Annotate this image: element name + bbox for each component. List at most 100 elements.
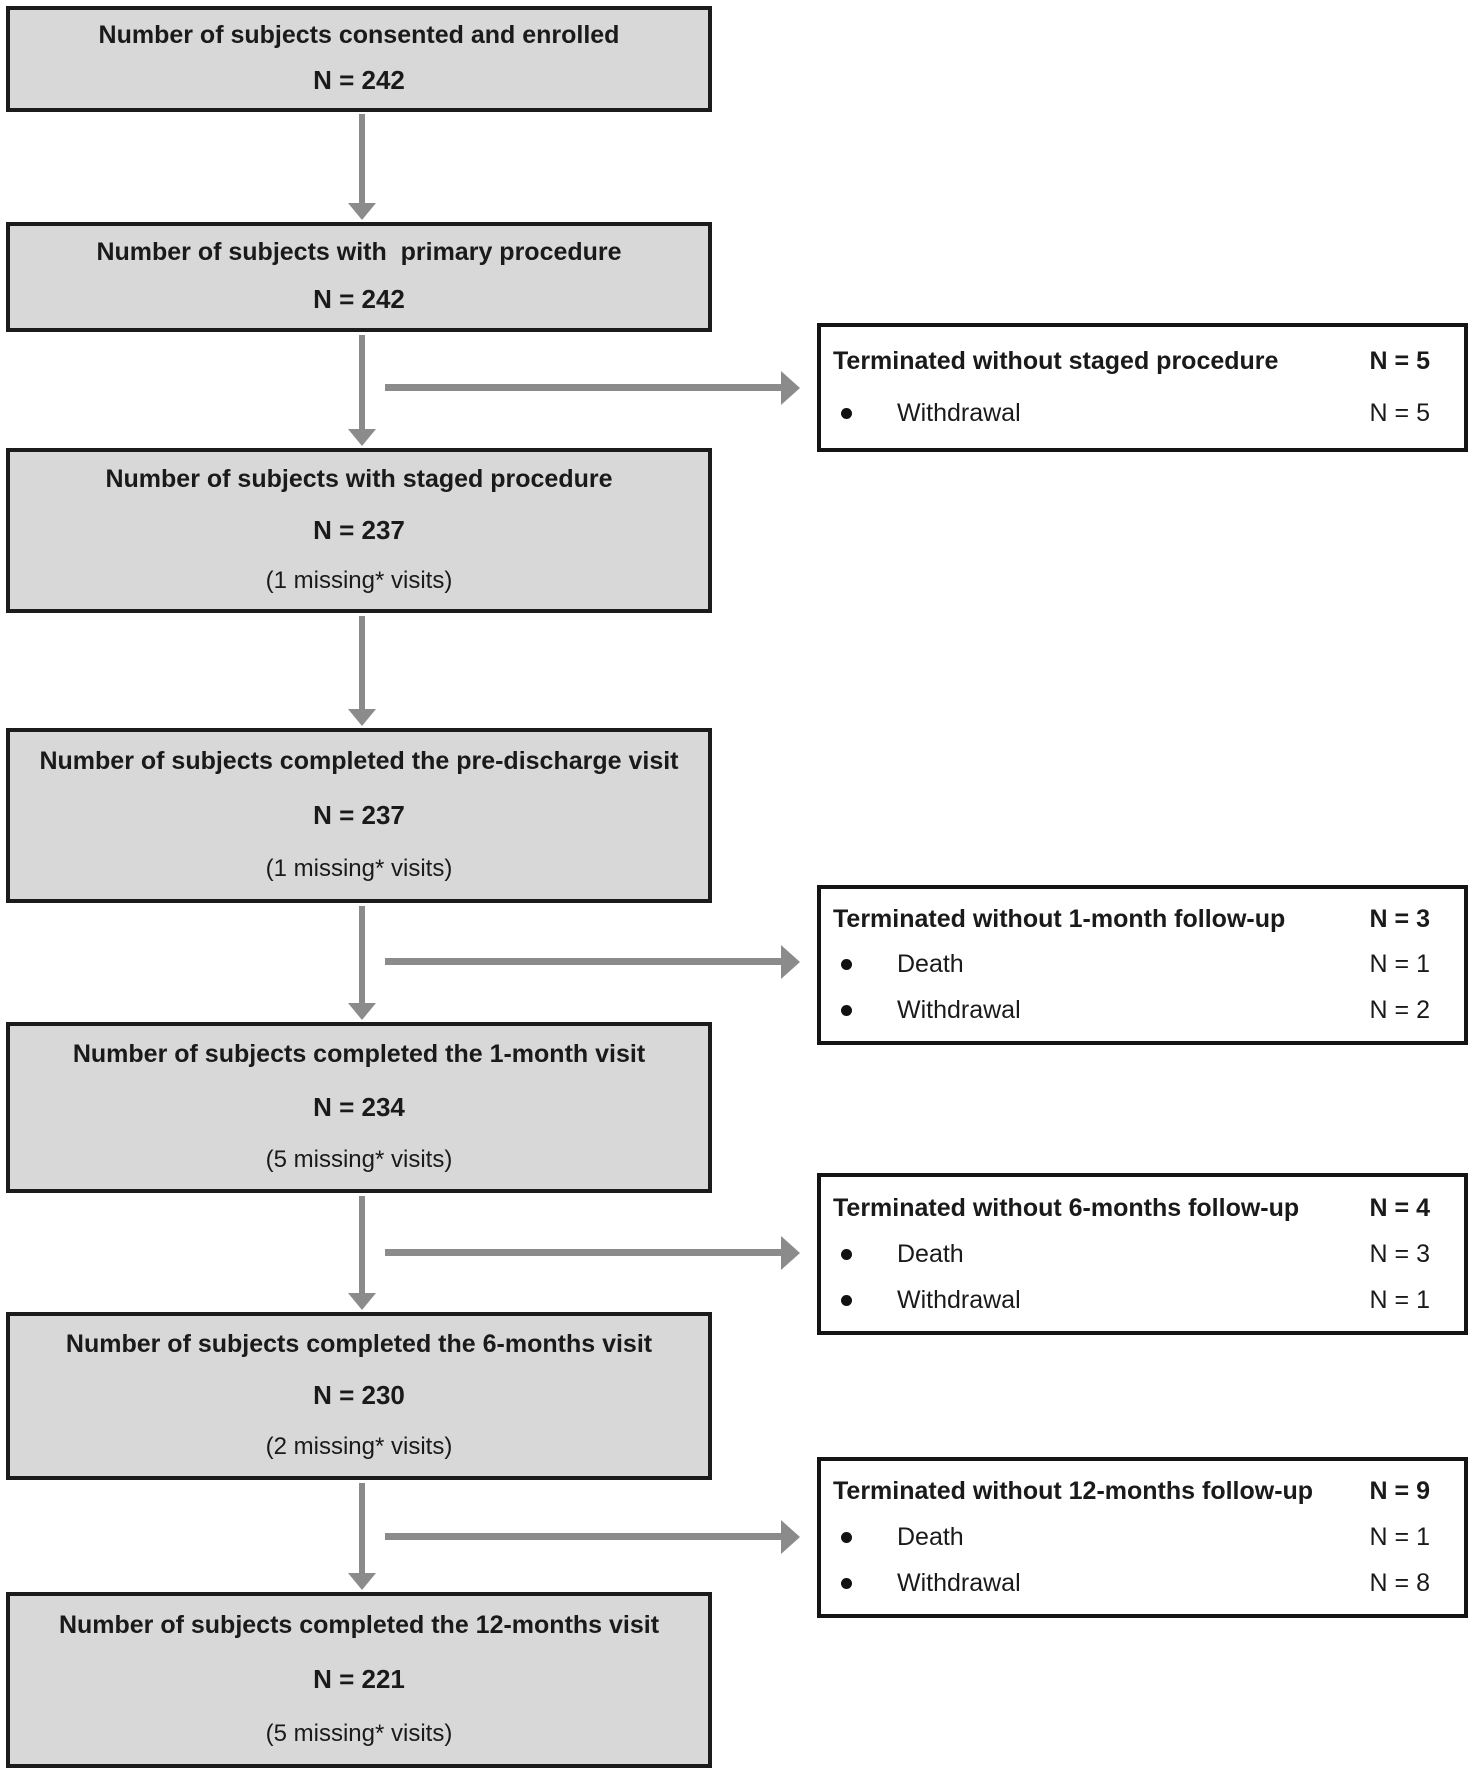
flow-box-title: Number of subjects consented and enrolle… (98, 20, 620, 49)
bullet-icon (841, 1577, 852, 1589)
flow-box-enrolled: Number of subjects consented and enrolle… (6, 6, 712, 112)
flow-box-count: N = 221 (313, 1664, 405, 1695)
down-arrow-3 (346, 616, 378, 726)
flow-box-count: N = 242 (313, 284, 405, 315)
termination-item: Death N = 1 (833, 950, 1430, 979)
down-arrow-2 (346, 335, 378, 446)
termination-box-header: Terminated without 1-month follow-up N =… (833, 905, 1430, 934)
arrow-shaft (385, 1533, 783, 1540)
termination-box-header: Terminated without 6-months follow-up N … (833, 1194, 1430, 1223)
termination-item-label: Death (897, 1239, 964, 1268)
flow-box-count: N = 234 (313, 1091, 405, 1122)
arrow-head (348, 1573, 376, 1590)
termination-item: Withdrawal N = 8 (833, 1569, 1430, 1598)
flow-box-1-month-visit: Number of subjects completed the 1-month… (6, 1022, 712, 1193)
flow-box-title: Number of subjects completed the 1-month… (72, 1040, 646, 1069)
flow-box-missing-note: (1 missing* visits) (265, 854, 453, 882)
flow-box-count: N = 242 (313, 65, 405, 96)
down-arrow-6 (346, 1483, 378, 1590)
termination-item-count: N = 3 (1369, 1239, 1430, 1268)
flow-box-pre-discharge-visit: Number of subjects completed the pre-dis… (6, 728, 712, 903)
termination-item-label: Death (897, 950, 964, 979)
bullet-icon (841, 1004, 852, 1016)
termination-box-title: Terminated without 6-months follow-up (833, 1193, 1300, 1222)
arrow-shaft (385, 384, 783, 391)
arrow-shaft (359, 114, 365, 205)
arrow-head (781, 945, 800, 979)
termination-item-count: N = 1 (1369, 1285, 1430, 1314)
flow-box-title: Number of subjects with primary procedur… (96, 237, 622, 266)
termination-item-label: Withdrawal (897, 1568, 1021, 1597)
arrow-shaft (385, 1249, 783, 1256)
arrow-shaft (359, 616, 365, 711)
flow-box-title: Number of subjects with staged procedure (105, 465, 613, 494)
bullet-icon (841, 1294, 852, 1306)
termination-item-count: N = 5 (1369, 399, 1430, 428)
flow-box-count: N = 237 (313, 799, 405, 830)
flow-box-6-months-visit: Number of subjects completed the 6-month… (6, 1312, 712, 1480)
termination-box-12-months: Terminated without 12-months follow-up N… (817, 1457, 1468, 1618)
termination-item-label: Withdrawal (897, 399, 1021, 428)
flow-box-missing-note: (2 missing* visits) (265, 1433, 453, 1461)
flow-box-primary-procedure: Number of subjects with primary procedur… (6, 222, 712, 332)
flow-box-title: Number of subjects completed the 12-mont… (58, 1611, 660, 1640)
flow-box-count: N = 237 (313, 514, 405, 545)
arrow-shaft (359, 1196, 365, 1295)
down-arrow-5 (346, 1196, 378, 1310)
termination-item-label: Withdrawal (897, 1285, 1021, 1314)
arrow-head (348, 1003, 376, 1020)
bullet-icon (841, 1248, 852, 1260)
flow-box-staged-procedure: Number of subjects with staged procedure… (6, 448, 712, 613)
termination-box-count: N = 5 (1369, 346, 1430, 375)
bullet-icon (841, 408, 852, 420)
termination-item-count: N = 8 (1369, 1568, 1430, 1597)
arrow-shaft (359, 1483, 365, 1575)
termination-item-count: N = 1 (1369, 950, 1430, 979)
termination-item-label: Death (897, 1522, 964, 1551)
bullet-icon (841, 1531, 852, 1543)
arrow-head (348, 1293, 376, 1310)
arrow-shaft (359, 906, 365, 1005)
termination-box-title: Terminated without staged procedure (833, 346, 1279, 375)
branch-arrow-12-months (385, 1520, 800, 1554)
flow-box-count: N = 230 (313, 1380, 405, 1411)
arrow-shaft (359, 335, 365, 431)
arrow-head (348, 203, 376, 220)
termination-box-count: N = 4 (1369, 1193, 1430, 1222)
flow-box-12-months-visit: Number of subjects completed the 12-mont… (6, 1592, 712, 1768)
termination-box-header: Terminated without staged procedure N = … (833, 347, 1430, 376)
arrow-head (781, 371, 800, 405)
branch-arrow-1-month (385, 945, 800, 979)
termination-item-label: Withdrawal (897, 995, 1021, 1024)
termination-box-count: N = 3 (1369, 905, 1430, 934)
termination-item: Death N = 1 (833, 1523, 1430, 1552)
termination-item: Withdrawal N = 2 (833, 996, 1430, 1025)
termination-box-title: Terminated without 1-month follow-up (833, 905, 1286, 934)
termination-box-header: Terminated without 12-months follow-up N… (833, 1477, 1430, 1506)
termination-box-staged: Terminated without staged procedure N = … (817, 323, 1468, 452)
arrow-head (348, 429, 376, 446)
termination-box-1-month: Terminated without 1-month follow-up N =… (817, 885, 1468, 1045)
termination-item: Death N = 3 (833, 1240, 1430, 1269)
flow-box-title: Number of subjects completed the pre-dis… (39, 747, 679, 776)
branch-arrow-6-months (385, 1236, 800, 1270)
down-arrow-4 (346, 906, 378, 1020)
bullet-icon (841, 959, 852, 971)
termination-item-count: N = 2 (1369, 995, 1430, 1024)
termination-item-count: N = 1 (1369, 1522, 1430, 1551)
flow-box-missing-note: (1 missing* visits) (265, 566, 453, 594)
flow-box-missing-note: (5 missing* visits) (265, 1719, 453, 1747)
termination-box-6-months: Terminated without 6-months follow-up N … (817, 1173, 1468, 1335)
termination-item: Withdrawal N = 1 (833, 1286, 1430, 1315)
flow-box-title: Number of subjects completed the 6-month… (65, 1329, 653, 1358)
flow-box-missing-note: (5 missing* visits) (265, 1145, 453, 1173)
arrow-shaft (385, 958, 783, 965)
termination-box-title: Terminated without 12-months follow-up (833, 1477, 1314, 1506)
arrow-head (781, 1520, 800, 1554)
down-arrow-1 (346, 114, 378, 220)
termination-box-count: N = 9 (1369, 1477, 1430, 1506)
termination-item: Withdrawal N = 5 (833, 399, 1430, 428)
arrow-head (348, 709, 376, 726)
arrow-head (781, 1236, 800, 1270)
